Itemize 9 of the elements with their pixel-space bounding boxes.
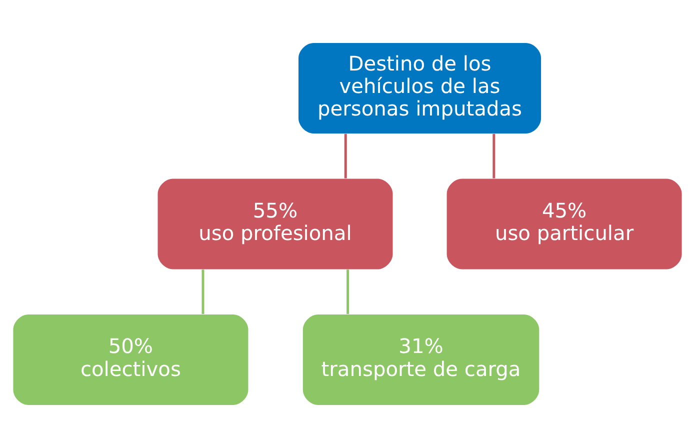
node-box: 55% uso profesional bbox=[158, 178, 393, 269]
node-box: 50% colectivos bbox=[13, 314, 248, 404]
connector bbox=[346, 269, 350, 314]
connector bbox=[344, 133, 347, 178]
node-box: 45% uso particular bbox=[446, 178, 682, 269]
connector bbox=[202, 269, 204, 314]
node-box: 31% transporte de carga bbox=[302, 314, 540, 404]
node-box: Destino de los vehículos de las personas imputadas bbox=[298, 42, 542, 134]
connector bbox=[492, 133, 496, 178]
